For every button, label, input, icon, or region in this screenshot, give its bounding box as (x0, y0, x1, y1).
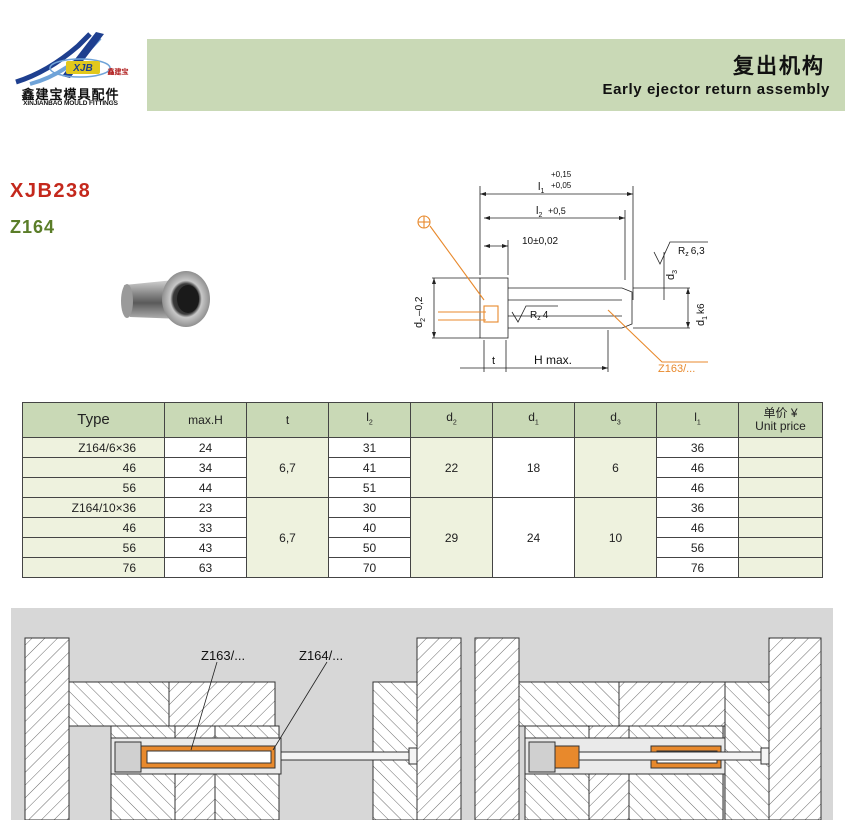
price-cell (738, 497, 823, 518)
table-row: Z164/6×36 24 6,7 31 22 18 6 36 (22, 437, 823, 498)
dim-t: t (492, 355, 495, 367)
dim-l1: l1 (538, 181, 544, 195)
dim-d2: d2–0,2 (413, 296, 427, 328)
dim-l2-tol: +0,5 (548, 206, 566, 216)
col-t: t (246, 402, 329, 438)
table-row: 56 44 51 46 (22, 477, 823, 498)
col-l2: l2 (328, 402, 411, 438)
dim-hmax: H max. (534, 353, 572, 367)
dim-l1-tol-lower: +0,05 (551, 181, 572, 190)
product-code: XJB238 (10, 180, 92, 202)
dim-d1: d1k6 (695, 303, 709, 326)
page-title-en: Early ejector return assembly (602, 81, 830, 98)
ref-z163: Z163/... (658, 363, 695, 375)
dim-d3: d3 (665, 270, 679, 280)
col-d1: d1 (492, 402, 575, 438)
col-d2: d2 (410, 402, 493, 438)
brand-name-en: XINJIANBAO MOULD FITTINGS (23, 100, 118, 107)
price-cell (738, 477, 823, 498)
price-cell (738, 437, 823, 458)
product-subcode: Z164 (10, 217, 56, 237)
price-cell (738, 537, 823, 558)
label-z164: Z164/... (299, 648, 343, 663)
col-d3: d3 (574, 402, 657, 438)
brand-logo: XJB 鑫建宝 (8, 28, 138, 123)
logo-swoosh-icon: XJB 鑫建宝 (15, 32, 129, 86)
assembly-illustration: Z163/... Z164/... (11, 608, 833, 820)
brand-name-cn: 鑫建宝模具配件 (21, 87, 120, 102)
price-cell (738, 517, 823, 538)
product-photo (112, 255, 217, 335)
table-row: Z164/10×36 23 6,7 30 29 24 10 36 (22, 497, 823, 578)
dim-l2: l2 (536, 205, 542, 219)
logo-badge-cn: 鑫建宝 (107, 67, 129, 76)
logo-badge: XJB (72, 63, 92, 74)
label-z163: Z163/... (201, 648, 245, 663)
table-row: 76 63 70 76 (22, 557, 823, 578)
table-row: 56 43 50 56 (22, 537, 823, 558)
price-cell (738, 557, 823, 578)
dim-l1-tol-upper: +0,15 (551, 170, 572, 179)
dim-ten: 10±0,02 (522, 236, 559, 247)
table-row: 46 33 40 46 (22, 517, 823, 538)
col-price: 单价 ¥Unit price (738, 402, 823, 438)
price-cell (738, 457, 823, 478)
spec-table: Type max.H t l2 d2 d1 d3 l1 单价 ¥Unit pri… (22, 402, 823, 578)
table-header-row: Type max.H t l2 d2 d1 d3 l1 单价 ¥Unit pri… (22, 402, 823, 438)
header-banner: 复出机构 Early ejector return assembly (147, 39, 845, 111)
col-maxh: max.H (164, 402, 247, 438)
page-title-cn: 复出机构 (733, 55, 825, 78)
table-row: 46 34 41 46 (22, 457, 823, 478)
col-type: Type (22, 402, 165, 438)
col-l1: l1 (656, 402, 739, 438)
